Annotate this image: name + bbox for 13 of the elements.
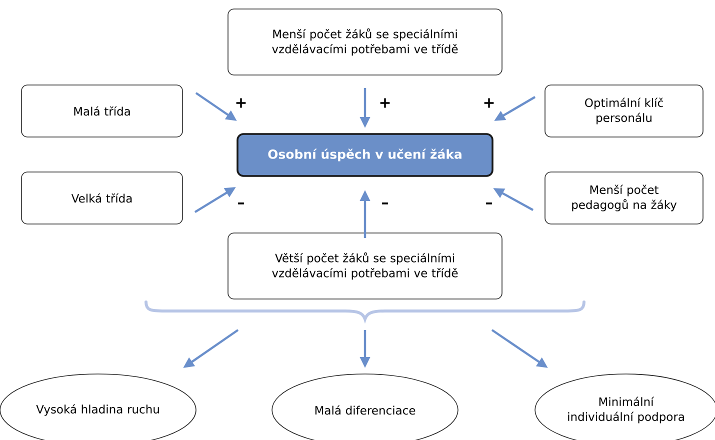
text-box: Optimální klíč personálu <box>544 84 704 138</box>
sign-label: + <box>378 97 392 109</box>
sign-label: – <box>380 201 390 209</box>
sign-label: + <box>482 97 496 109</box>
text-box: Velká třída <box>21 172 183 224</box>
text-box: Menší počet žáků se speciálními vzdělávacími potřebami ve třídě <box>228 8 502 76</box>
text-box: Menší počet pedagogů na žáky <box>544 172 704 224</box>
sign-label: + <box>234 97 248 109</box>
text-box: Větší počet žáků se speciálními vzdělávacími potřebami ve třídě <box>228 232 502 300</box>
central-box: Osobní úspěch v učení žáka <box>236 133 494 177</box>
sign-label: – <box>484 201 494 209</box>
text-box: Malá třída <box>21 84 183 138</box>
sign-label: – <box>236 201 246 209</box>
